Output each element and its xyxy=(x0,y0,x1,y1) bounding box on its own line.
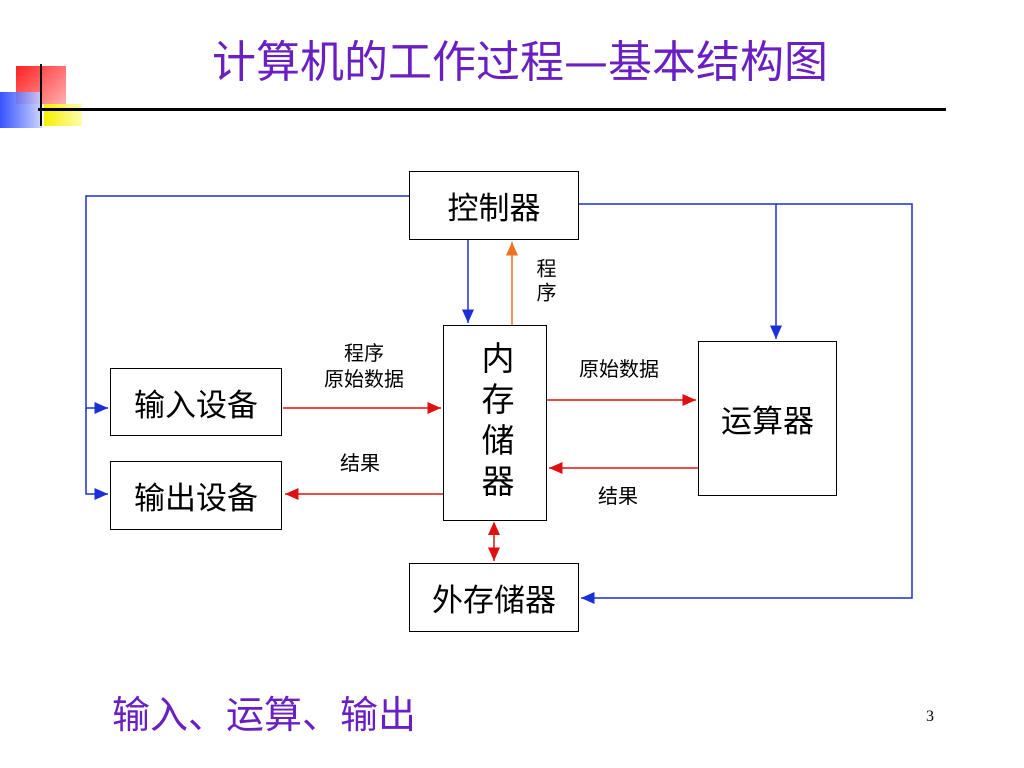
external-storage-label: 外存储器 xyxy=(432,583,556,619)
control-lines xyxy=(85,195,913,604)
output-result-label: 结果 xyxy=(340,451,380,475)
control-to-alu-line xyxy=(579,203,782,339)
output-device-box: 输出设备 xyxy=(110,461,282,530)
slide-title: 计算机的工作过程—基本结构图 xyxy=(212,37,828,88)
input-device-box: 输入设备 xyxy=(110,368,282,436)
output-device-label: 输出设备 xyxy=(134,481,258,517)
footer-text: 输入、运算、输出 xyxy=(112,693,417,737)
data-lines xyxy=(283,394,698,561)
title-vertical-rule xyxy=(40,64,42,126)
control-to-output-line xyxy=(85,408,108,500)
controller-label: 控制器 xyxy=(447,191,541,227)
alu-data-label: 原始数据 xyxy=(579,357,659,381)
controller-box: 控制器 xyxy=(409,171,579,240)
page-number: 3 xyxy=(926,708,934,725)
alu-result-label: 结果 xyxy=(598,484,638,508)
title-rule xyxy=(38,108,946,111)
alu-box: 运算器 xyxy=(698,341,837,496)
program-label-vertical: 程序 xyxy=(533,258,557,306)
external-storage-box: 外存储器 xyxy=(409,563,579,632)
input-device-label: 输入设备 xyxy=(134,387,258,424)
memory-box: 内存储器 xyxy=(443,325,547,521)
input-data-label: 程序 原始数据 xyxy=(324,341,404,391)
control-to-input-line xyxy=(85,195,409,414)
memory-label: 内存储器 xyxy=(476,341,515,505)
alu-label: 运算器 xyxy=(721,404,814,440)
control-to-external-line xyxy=(581,203,913,604)
decoration-blue-square xyxy=(0,92,42,128)
